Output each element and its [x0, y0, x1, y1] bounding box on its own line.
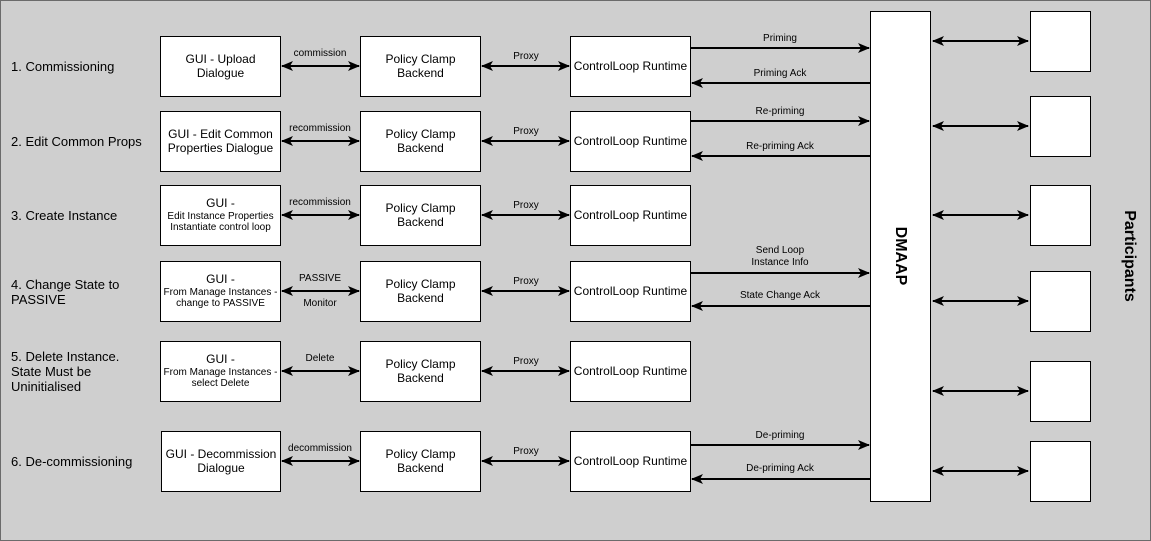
row-3-runtime-label: ControlLoop Runtime	[573, 207, 688, 222]
row-1-dmaap-out-label: Priming	[763, 33, 797, 44]
row-4-gui-box: GUI - From Manage Instances - change to …	[160, 261, 281, 322]
row-3-backend-line2: Backend	[397, 214, 444, 229]
row-3-gui-line2: Edit Instance Properties	[167, 210, 274, 222]
row-4-backend-line1: Policy Clamp	[385, 276, 456, 291]
participant-box-1	[1030, 11, 1091, 72]
participant-box-2	[1030, 96, 1091, 157]
row-5-gui-line2: From Manage Instances -	[163, 366, 278, 378]
row-5-gui-line3: select Delete	[191, 378, 250, 390]
participant-box-4	[1030, 271, 1091, 332]
row-5-runtime-label: ControlLoop Runtime	[573, 363, 688, 378]
row-1-proxy-label: Proxy	[513, 51, 539, 62]
row-3-backend-box: Policy Clamp Backend	[360, 185, 481, 246]
row-2-gui-edge-label: recommission	[289, 123, 351, 134]
dmaap-box	[870, 11, 931, 502]
row-5-backend-line2: Backend	[397, 370, 444, 385]
row-1-runtime-box: ControlLoop Runtime	[570, 36, 691, 97]
row-6-gui-line1: GUI - Decommission	[165, 446, 277, 461]
row-2-backend-line2: Backend	[397, 140, 444, 155]
row-6-dmaap-out-label: De-priming	[755, 430, 805, 441]
row-4-runtime-box: ControlLoop Runtime	[570, 261, 691, 322]
row-4-gui-line2: From Manage Instances -	[163, 286, 278, 298]
row-6-backend-box: Policy Clamp Backend	[360, 431, 481, 492]
row-2-backend-line1: Policy Clamp	[385, 126, 456, 141]
row-1-label: 1. Commissioning	[11, 59, 115, 74]
row-1-gui-line2: Dialogue	[196, 65, 245, 80]
row-6-proxy-label: Proxy	[513, 446, 539, 457]
row-4-gui-line1: GUI -	[206, 272, 235, 287]
row-3-runtime-box: ControlLoop Runtime	[570, 185, 691, 246]
participant-box-3	[1030, 185, 1091, 246]
row-5-label: 5. Delete Instance. State Must be Uninit…	[11, 349, 120, 394]
row-4-runtime-label: ControlLoop Runtime	[573, 283, 688, 298]
row-2-backend-box: Policy Clamp Backend	[360, 111, 481, 172]
row-5-gui-line1: GUI -	[206, 352, 235, 367]
row-3-gui-box: GUI - Edit Instance Properties Instantia…	[160, 185, 281, 246]
row-4-label: 4. Change State to PASSIVE	[11, 277, 120, 307]
row-2-dmaap-out-label: Re-priming	[755, 106, 805, 117]
row-1-gui-edge-label: commission	[293, 48, 347, 59]
row-6-gui-edge-label: decommission	[288, 443, 352, 454]
row-2-runtime-box: ControlLoop Runtime	[570, 111, 691, 172]
row-1-runtime-label: ControlLoop Runtime	[573, 58, 688, 73]
participant-box-5	[1030, 361, 1091, 422]
row-3-proxy-label: Proxy	[513, 200, 539, 211]
row-6-label: 6. De-commissioning	[11, 454, 133, 469]
row-2-label: 2. Edit Common Props	[11, 134, 142, 149]
row-3-gui-edge-label: recommission	[289, 197, 351, 208]
row-6-backend-line2: Backend	[397, 460, 444, 475]
row-6-runtime-box: ControlLoop Runtime	[570, 431, 691, 492]
row-5-proxy-label: Proxy	[513, 356, 539, 367]
row-6-gui-box: GUI - Decommission Dialogue	[161, 431, 281, 492]
row-1-backend-line2: Backend	[397, 65, 444, 80]
row-5-backend-line1: Policy Clamp	[385, 356, 456, 371]
row-3-gui-line3: Instantiate control loop	[170, 222, 271, 234]
row-6-runtime-label: ControlLoop Runtime	[573, 453, 688, 468]
row-5-gui-edge-label: Delete	[305, 353, 335, 364]
row-4-gui-edge-label: PASSIVE	[298, 273, 342, 284]
row-2-gui-line1: GUI - Edit Common	[168, 126, 273, 141]
row-1-backend-line1: Policy Clamp	[385, 51, 456, 66]
row-2-gui-box: GUI - Edit Common Properties Dialogue	[160, 111, 281, 172]
row-2-gui-line2: Properties Dialogue	[167, 140, 274, 155]
row-4-proxy-label: Proxy	[513, 276, 539, 287]
row-1-dmaap-in-label: Priming Ack	[753, 68, 807, 79]
row-2-dmaap-in-label: Re-priming Ack	[746, 141, 814, 152]
row-6-backend-line1: Policy Clamp	[385, 446, 456, 461]
row-5-backend-box: Policy Clamp Backend	[360, 341, 481, 402]
row-5-gui-box: GUI - From Manage Instances - select Del…	[160, 341, 281, 402]
participant-box-6	[1030, 441, 1091, 502]
row-2-proxy-label: Proxy	[513, 126, 539, 137]
row-4-gui-line3: change to PASSIVE	[176, 298, 265, 310]
row-4-backend-box: Policy Clamp Backend	[360, 261, 481, 322]
row-6-dmaap-in-label: De-priming Ack	[746, 463, 814, 474]
row-4-dmaap-out-label: Send Loop Instance Info	[751, 245, 809, 268]
row-3-backend-line1: Policy Clamp	[385, 200, 456, 215]
row-5-runtime-box: ControlLoop Runtime	[570, 341, 691, 402]
row-2-runtime-label: ControlLoop Runtime	[573, 133, 688, 148]
row-3-label: 3. Create Instance	[11, 208, 118, 223]
row-4-backend-line2: Backend	[397, 290, 444, 305]
row-1-gui-box: GUI - Upload Dialogue	[160, 36, 281, 97]
row-4-gui-edge-label-2: Monitor	[303, 298, 337, 309]
row-4-dmaap-in-label: State Change Ack	[739, 290, 821, 301]
row-1-gui-line1: GUI - Upload	[185, 51, 256, 66]
row-3-gui-line1: GUI -	[206, 196, 235, 211]
row-1-backend-box: Policy Clamp Backend	[360, 36, 481, 97]
row-6-gui-line2: Dialogue	[197, 460, 245, 475]
